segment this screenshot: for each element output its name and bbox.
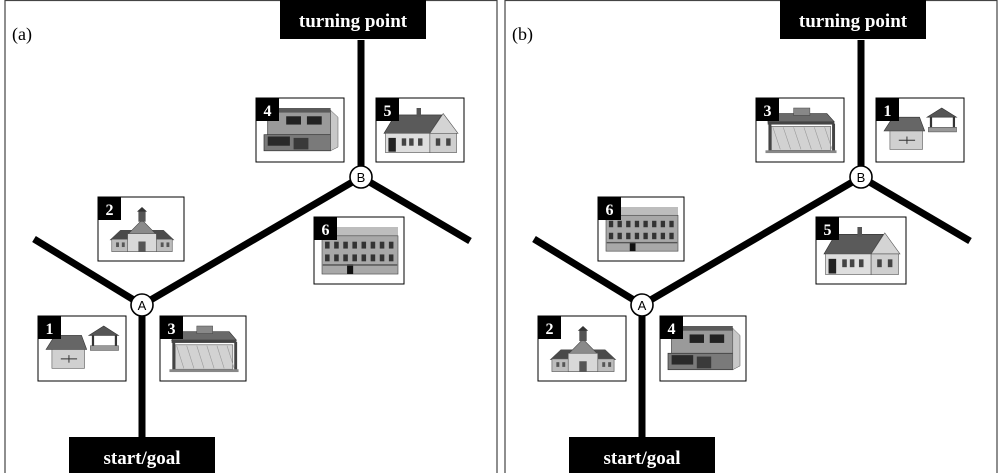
junction-a: A bbox=[630, 293, 654, 317]
landmark-number: 5 bbox=[824, 222, 832, 239]
panel-label: (b) bbox=[512, 24, 533, 45]
landmark-2: 2 bbox=[537, 315, 627, 382]
road-b-right bbox=[359, 173, 472, 245]
landmark-number: 4 bbox=[668, 321, 676, 338]
landmark-number: 2 bbox=[546, 321, 554, 338]
landmark-1: 1 bbox=[37, 315, 127, 382]
junction-a-label: A bbox=[138, 298, 147, 313]
pavilion-icon bbox=[765, 107, 837, 154]
turning-point-text: turning point bbox=[799, 11, 908, 32]
landmark-number: 6 bbox=[606, 202, 614, 219]
turning-point-label: turning point bbox=[280, 0, 426, 39]
road-b-right bbox=[859, 173, 972, 245]
start-goal-text: start/goal bbox=[603, 448, 680, 469]
landmark-number: 3 bbox=[168, 321, 176, 338]
landmark-6: 6 bbox=[597, 196, 685, 262]
landmark-3: 3 bbox=[755, 97, 845, 163]
start-goal-label: start/goal bbox=[569, 437, 715, 473]
road-a-left bbox=[32, 236, 144, 308]
chapel-icon bbox=[549, 326, 617, 372]
landmark-1: 1 bbox=[875, 97, 965, 163]
junction-b: B bbox=[349, 165, 373, 189]
panel-frame bbox=[504, 0, 998, 473]
start-goal-label: start/goal bbox=[69, 437, 215, 473]
landmark-3: 3 bbox=[159, 315, 247, 382]
junction-b-label: B bbox=[357, 170, 366, 185]
landmark-6: 6 bbox=[313, 216, 405, 285]
junction-b: B bbox=[849, 165, 873, 189]
turning-point-label: turning point bbox=[780, 0, 926, 39]
start-goal-text: start/goal bbox=[103, 448, 180, 469]
landmark-4: 4 bbox=[659, 315, 747, 382]
cottage-icon bbox=[823, 227, 901, 275]
landmark-number: 1 bbox=[884, 103, 892, 120]
junction-b-label: B bbox=[857, 170, 866, 185]
landmark-number: 4 bbox=[264, 103, 272, 120]
panel-label: (a) bbox=[12, 24, 32, 45]
chapel-icon bbox=[109, 207, 175, 252]
panel-frame bbox=[4, 0, 498, 473]
turning-point-text: turning point bbox=[299, 11, 408, 32]
townhouse-icon bbox=[605, 207, 679, 252]
junction-a-label: A bbox=[638, 298, 647, 313]
panel-b: (b) turning point start/goal A B 2 6 4 3 1 5 bbox=[504, 0, 998, 473]
landmark-5: 5 bbox=[375, 97, 465, 163]
landmark-4: 4 bbox=[255, 97, 345, 163]
panel-a: (a) turning point start/goal A B 1 2 3 4 5 6 bbox=[4, 0, 498, 473]
pavilion-icon bbox=[169, 325, 239, 373]
townhouse-icon bbox=[321, 227, 399, 275]
junction-a: A bbox=[130, 293, 154, 317]
road-a-to-b bbox=[140, 173, 363, 309]
modern-house-icon bbox=[263, 108, 339, 152]
road-a-to-b bbox=[640, 173, 863, 309]
road-a-left bbox=[532, 236, 644, 308]
landmark-2: 2 bbox=[97, 196, 185, 262]
landmark-number: 1 bbox=[46, 321, 54, 338]
landmark-number: 5 bbox=[384, 103, 392, 120]
landmark-number: 3 bbox=[764, 103, 772, 120]
landmark-number: 2 bbox=[106, 202, 114, 219]
landmark-number: 6 bbox=[322, 222, 330, 239]
landmark-5: 5 bbox=[815, 216, 907, 285]
